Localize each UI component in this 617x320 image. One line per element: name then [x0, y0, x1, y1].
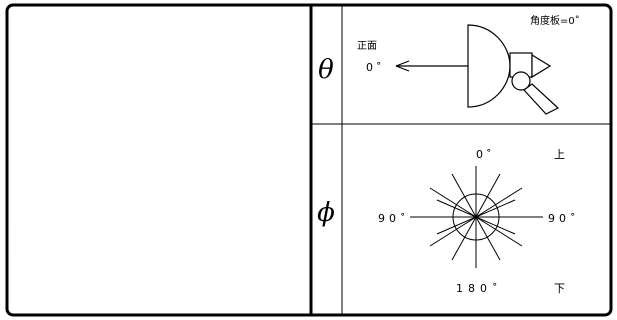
right-angle: 90˚ — [548, 212, 580, 225]
phi-symbol: ϕ — [317, 198, 335, 228]
front-label: 正面 — [357, 41, 377, 52]
direction-arrow — [395, 60, 468, 72]
front-angle: 0˚ — [366, 61, 385, 74]
top-angle: 0˚ — [476, 148, 495, 161]
angle-plate-label: 角度板=0˚ — [530, 14, 580, 27]
lamp-icon — [467, 24, 560, 115]
left-angle: 90˚ — [378, 212, 410, 225]
blank-left-panel — [9, 7, 310, 313]
outer-frame — [5, 3, 613, 317]
phi-starburst — [410, 166, 543, 268]
top-label: 上 — [554, 148, 565, 161]
theta-symbol: θ — [318, 55, 334, 85]
bottom-angle: 180˚ — [456, 282, 503, 295]
bottom-label: 下 — [554, 282, 565, 295]
